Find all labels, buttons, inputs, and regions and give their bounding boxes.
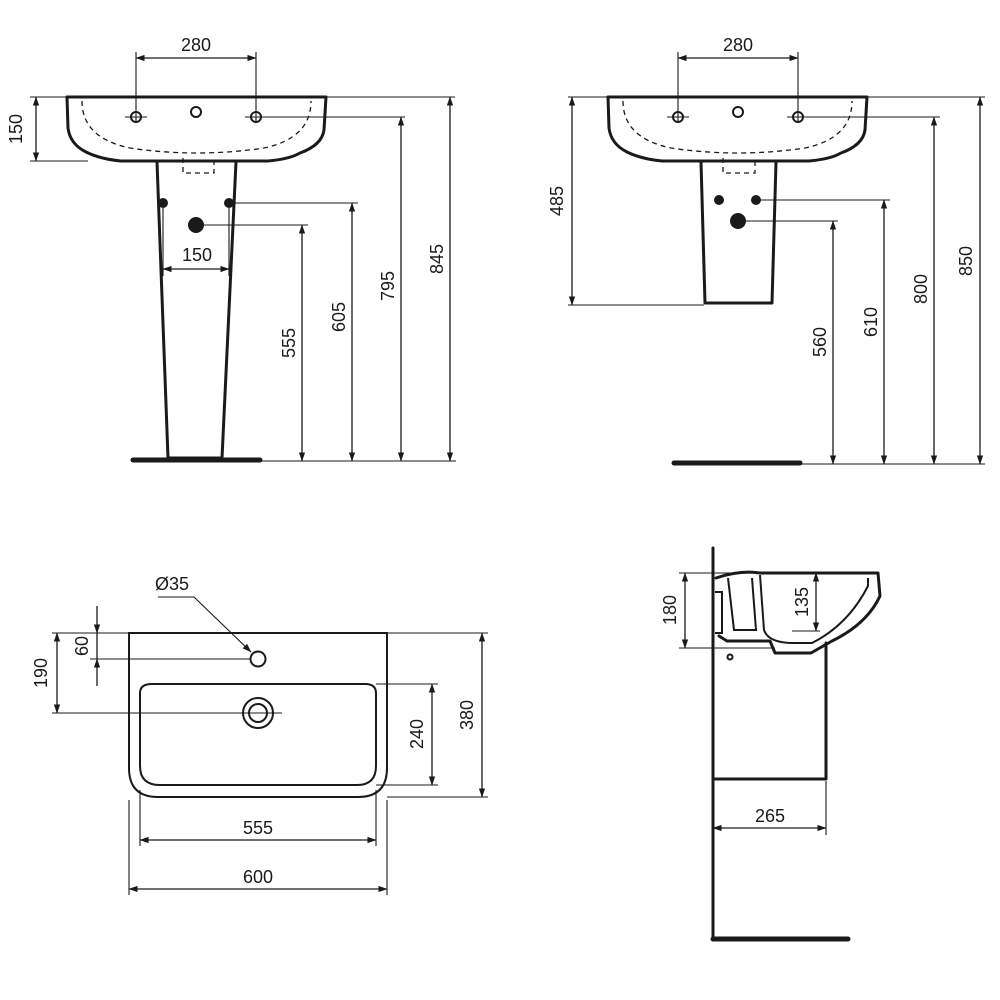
pedestal-front-view: 280 150 150 555 605 795 845 <box>6 35 456 463</box>
basin-plan-outline <box>128 632 388 798</box>
label-waste-height: 610 <box>861 307 881 337</box>
label-bowl-height: 795 <box>378 271 398 301</box>
label-waste-spacing: 150 <box>182 245 212 265</box>
label-total-width: 600 <box>243 867 273 887</box>
label-bowl-depth: 240 <box>407 719 427 749</box>
bowl-section-inner <box>759 574 869 644</box>
label-rim-height: 180 <box>660 595 680 625</box>
trap-section <box>727 577 758 631</box>
label-tap-spacing: 280 <box>181 35 211 55</box>
basin-inner-bowl <box>81 100 312 154</box>
label-rim-height: 150 <box>6 114 26 144</box>
label-bowl-height: 800 <box>911 274 931 304</box>
label-pedestal-depth: 485 <box>547 186 567 216</box>
overflow-slot <box>722 158 756 174</box>
semi-pedestal <box>699 160 778 305</box>
label-waste-height: 605 <box>329 302 349 332</box>
label-tap-offset: 60 <box>72 636 92 656</box>
label-projection: 265 <box>755 806 785 826</box>
label-total-depth: 380 <box>457 700 477 730</box>
fixing-hole <box>726 653 734 661</box>
bowl-plan-outline <box>139 683 377 786</box>
semi-pedestal-front-view: 280 485 560 610 800 850 <box>547 35 985 466</box>
tap-hole <box>249 650 267 668</box>
wall-bracket <box>715 591 723 634</box>
label-tap-spacing: 280 <box>723 35 753 55</box>
label-bowl-width: 555 <box>243 818 273 838</box>
label-total-height: 845 <box>427 244 447 274</box>
side-section-view: 180 135 265 <box>660 546 882 942</box>
supply-point-left <box>158 198 168 208</box>
centre-tap-hole <box>190 106 202 118</box>
label-total-height: 850 <box>956 246 976 276</box>
basin-outline <box>65 95 328 163</box>
centre-tap-hole <box>732 106 744 118</box>
label-supply-height: 560 <box>810 327 830 357</box>
basin-inner-bowl <box>622 100 853 154</box>
label-bowl-depth: 135 <box>792 587 812 617</box>
supply-point-left <box>714 195 724 205</box>
label-waste-offset: 190 <box>31 658 51 688</box>
label-supply-height: 555 <box>279 328 299 358</box>
semi-pedestal-section <box>713 641 828 781</box>
basin-outline <box>606 95 869 163</box>
leader-tap-hole <box>193 596 252 653</box>
label-tap-hole: Ø35 <box>155 574 189 594</box>
pedestal-column <box>155 160 238 460</box>
overflow-slot <box>182 158 215 174</box>
plan-view: Ø35 60 190 240 380 555 600 <box>31 574 488 895</box>
